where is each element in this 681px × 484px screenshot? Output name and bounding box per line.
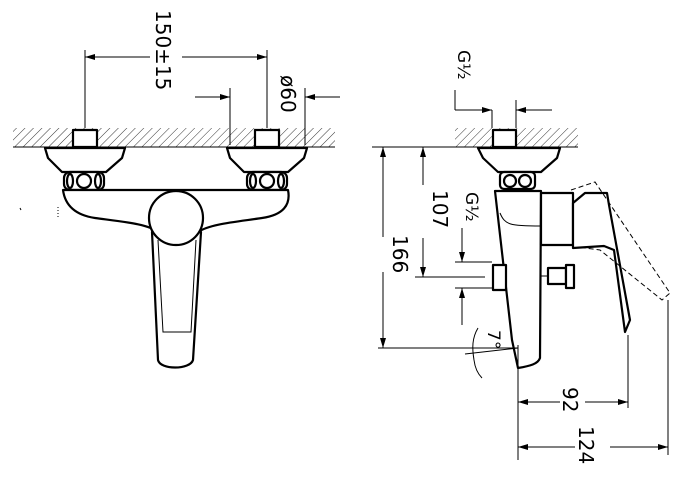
wall-hatch [13,128,335,147]
lever-handle [147,189,205,247]
centre-distance-label: 150±15 [151,10,175,90]
side-view: G½ 166 107 G½ [372,50,671,464]
total-height-label: 166 [388,235,412,273]
flange-diameter-label: ø60 [276,75,300,113]
side-lever [571,191,632,334]
lever-alternate-position [570,181,671,301]
spout [150,230,203,369]
inlet-thread-label: G½ [453,50,473,80]
spout-angle-label: 7° [483,330,503,349]
outlet-height-label: 107 [428,190,452,228]
handle-projection-label: 92 [558,387,582,412]
total-projection-label: 124 [574,426,598,464]
outlet-thread-label: G½ [461,192,481,222]
front-view: 150±15 ø60 [13,10,340,369]
right-eccentric [225,128,309,192]
